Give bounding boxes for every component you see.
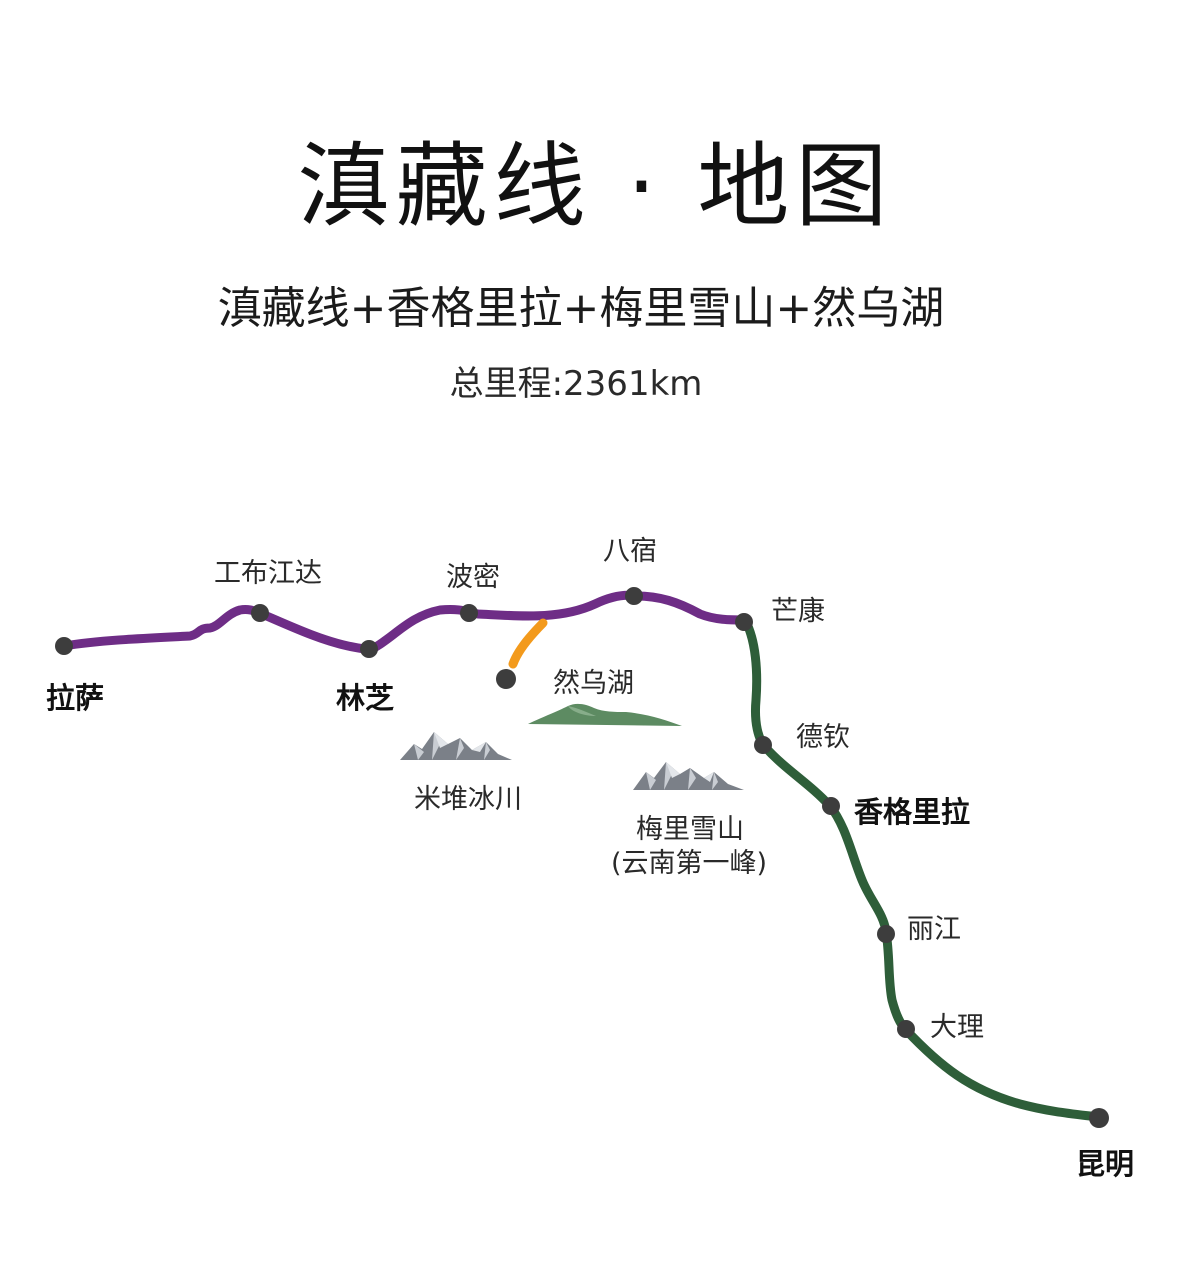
meili-snow-mountain-icon bbox=[633, 762, 744, 790]
label-dali: 大理 bbox=[930, 1012, 984, 1043]
label-lhasa: 拉萨 bbox=[46, 681, 104, 715]
node-lhasa bbox=[55, 637, 73, 655]
label-linzhi: 林芝 bbox=[336, 681, 394, 715]
node-linzhi bbox=[360, 640, 378, 658]
label-shangri-la: 香格里拉 bbox=[854, 795, 970, 829]
label-deqin: 德钦 bbox=[796, 722, 850, 753]
label-lijiang: 丽江 bbox=[907, 914, 961, 945]
node-gongbujiangda bbox=[251, 604, 269, 622]
label-meili-note: (云南第一峰) bbox=[611, 848, 767, 879]
label-meili-snow-mountain: 梅里雪山 bbox=[636, 814, 744, 845]
midui-glacier-icon bbox=[400, 732, 512, 760]
node-bomi bbox=[460, 604, 478, 622]
route-subtitle: 滇藏线+香格里拉+梅里雪山+然乌湖 bbox=[217, 283, 945, 334]
label-gongbujiangda: 工布江达 bbox=[214, 558, 322, 589]
node-lijiang bbox=[877, 925, 895, 943]
route-yunnan-section bbox=[740, 615, 1103, 1122]
node-deqin bbox=[754, 736, 772, 754]
label-bomi: 波密 bbox=[446, 562, 500, 593]
label-kunming: 昆明 bbox=[1076, 1147, 1134, 1181]
node-ranwu-lake bbox=[496, 669, 516, 689]
node-basu bbox=[625, 587, 643, 605]
node-mangkang bbox=[735, 613, 753, 631]
label-mangkang: 芒康 bbox=[771, 596, 825, 627]
ranwu-lake-hill-icon bbox=[528, 703, 682, 726]
route-tibet-section bbox=[59, 590, 750, 654]
label-midui-glacier: 米堆冰川 bbox=[414, 784, 522, 815]
route-ranwu-spur bbox=[508, 618, 548, 669]
label-basu: 八宿 bbox=[603, 536, 657, 567]
node-kunming bbox=[1089, 1108, 1109, 1128]
label-ranwu-lake: 然乌湖 bbox=[553, 668, 634, 699]
map-title: 滇藏线 · 地图 bbox=[297, 133, 894, 240]
node-dali bbox=[897, 1020, 915, 1038]
node-shangri-la bbox=[822, 797, 840, 815]
total-distance: 总里程:2361km bbox=[449, 364, 703, 404]
